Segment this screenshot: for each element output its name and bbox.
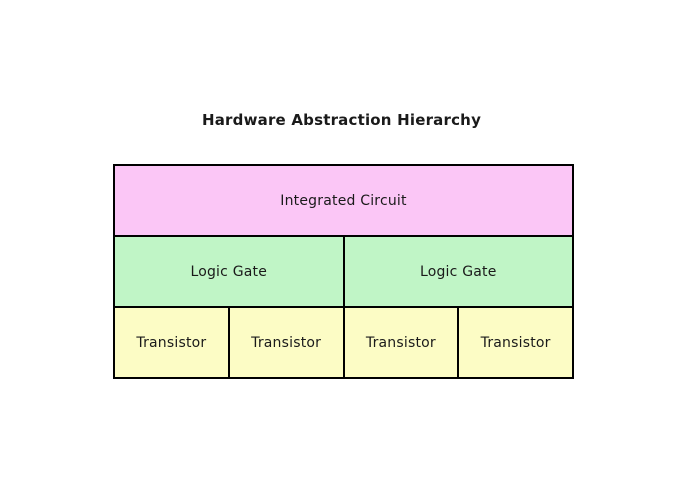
diagram-title: Hardware Abstraction Hierarchy [201, 111, 482, 129]
block-transistor-4: Transistor [459, 308, 572, 377]
block-logic-gate-1: Logic Gate [115, 237, 343, 306]
block-integrated-circuit: Integrated Circuit [115, 166, 572, 235]
block-transistor-1: Transistor [115, 308, 228, 377]
block-logic-gate-2: Logic Gate [344, 237, 572, 306]
block-transistor-3: Transistor [344, 308, 458, 377]
block-transistor-2: Transistor [229, 308, 343, 377]
hierarchy-diagram: Integrated Circuit Logic Gate Logic Gate… [113, 164, 574, 379]
